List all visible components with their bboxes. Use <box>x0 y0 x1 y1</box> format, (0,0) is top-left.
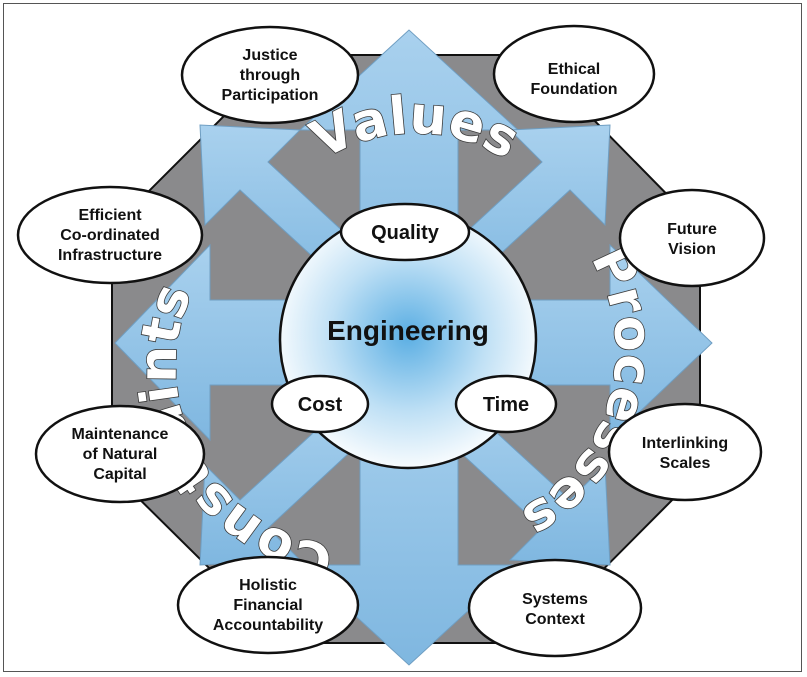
svg-text:Foundation: Foundation <box>530 81 617 98</box>
svg-text:Context: Context <box>525 611 585 628</box>
svg-text:Financial: Financial <box>233 597 302 614</box>
svg-text:Co-ordinated: Co-ordinated <box>60 227 160 244</box>
quality-node: Quality <box>339 202 471 262</box>
svg-text:Ethical: Ethical <box>548 61 600 78</box>
svg-text:Participation: Participation <box>222 87 319 104</box>
svg-text:Maintenance: Maintenance <box>72 426 169 443</box>
svg-text:through: through <box>240 67 300 84</box>
svg-text:of Natural: of Natural <box>83 446 158 463</box>
interlinking-node: Interlinking Scales <box>607 402 763 502</box>
svg-text:Interlinking: Interlinking <box>642 435 728 452</box>
svg-text:Accountability: Accountability <box>213 617 323 634</box>
maintenance-node: Maintenance of Natural Capital <box>34 404 206 504</box>
cost-label: Cost <box>298 394 343 416</box>
quality-label: Quality <box>371 222 440 244</box>
holistic-node: Holistic Financial Accountability <box>176 555 360 655</box>
svg-text:Vision: Vision <box>668 241 716 258</box>
svg-text:Systems: Systems <box>522 591 588 608</box>
svg-text:Holistic: Holistic <box>239 577 297 594</box>
svg-text:Justice: Justice <box>242 47 297 64</box>
svg-text:Future: Future <box>667 221 717 238</box>
justice-node: Justice through Participation <box>180 25 360 125</box>
svg-text:Scales: Scales <box>660 455 711 472</box>
svg-text:Capital: Capital <box>93 466 146 483</box>
efficient-node: Efficient Co-ordinated Infrastructure <box>16 185 204 285</box>
time-node: Time <box>454 374 558 434</box>
ethical-node: Ethical Foundation <box>492 24 656 124</box>
time-label: Time <box>483 394 529 416</box>
future-node: Future Vision <box>618 188 766 288</box>
svg-text:Infrastructure: Infrastructure <box>58 247 162 264</box>
svg-text:Efficient: Efficient <box>78 207 142 224</box>
systems-node: Systems Context <box>467 558 643 658</box>
center-label: Engineering <box>327 315 489 346</box>
cost-node: Cost <box>270 374 370 434</box>
